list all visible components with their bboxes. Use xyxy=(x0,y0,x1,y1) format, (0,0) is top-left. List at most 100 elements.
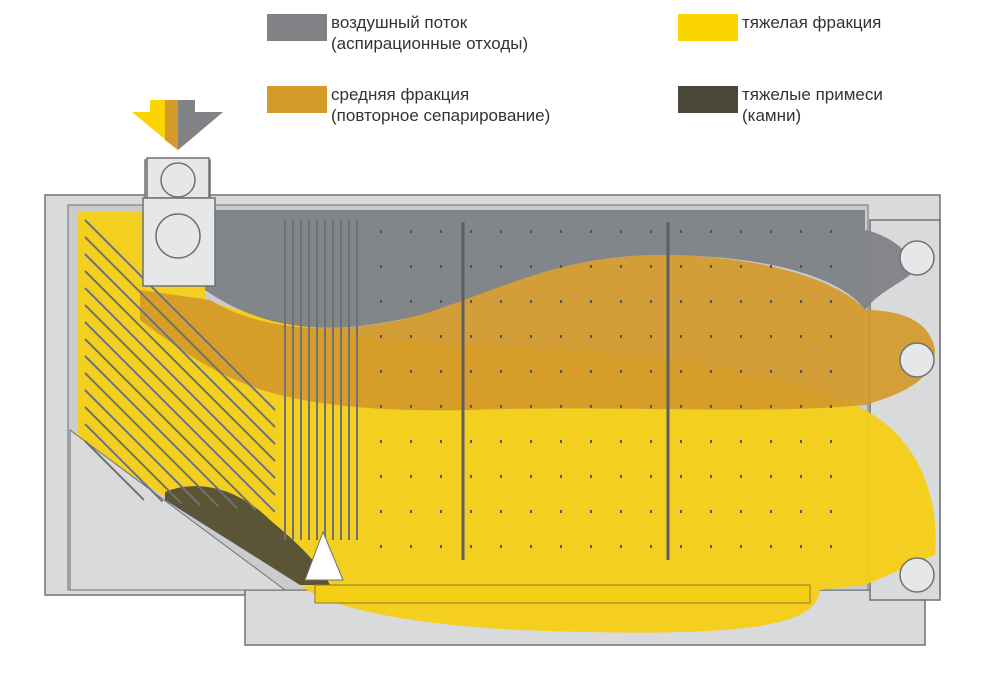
legend-item-air: воздушный поток(аспирационные отходы) xyxy=(267,12,528,54)
slat xyxy=(84,236,276,428)
dot xyxy=(590,545,592,548)
dot xyxy=(680,510,682,513)
slat xyxy=(84,406,183,505)
dot xyxy=(590,475,592,478)
dot xyxy=(590,265,592,268)
dot xyxy=(800,300,802,303)
dot xyxy=(560,370,562,373)
legend-label: средняя фракция xyxy=(331,85,470,104)
dot xyxy=(560,405,562,408)
dot xyxy=(770,370,772,373)
dot xyxy=(470,510,472,513)
dot xyxy=(650,300,652,303)
dot xyxy=(380,510,382,513)
dot xyxy=(650,510,652,513)
legend-swatch-heavy xyxy=(678,14,738,41)
legend-label: тяжелая фракция xyxy=(742,13,882,32)
dot xyxy=(440,230,442,233)
dot xyxy=(830,440,832,443)
dot xyxy=(440,370,442,373)
dot xyxy=(560,230,562,233)
dot xyxy=(830,475,832,478)
dot xyxy=(530,405,532,408)
slat xyxy=(84,389,201,506)
dot xyxy=(770,230,772,233)
dot xyxy=(710,510,712,513)
dot xyxy=(800,335,802,338)
dot xyxy=(590,405,592,408)
dot xyxy=(650,475,652,478)
dot xyxy=(650,230,652,233)
stones-zone xyxy=(165,486,330,585)
dot xyxy=(410,300,412,303)
legend-label: тяжелые примеси xyxy=(742,85,883,104)
dot xyxy=(770,440,772,443)
dot xyxy=(560,335,562,338)
dot xyxy=(560,440,562,443)
warning-triangle-icon xyxy=(304,530,344,581)
legend-item-heavy: тяжелая фракция xyxy=(678,12,881,41)
diagonal-slats xyxy=(84,219,358,540)
slat xyxy=(84,253,276,445)
dot xyxy=(740,475,742,478)
dot xyxy=(620,300,622,303)
legend-swatch-medium xyxy=(267,86,327,113)
dot xyxy=(470,230,472,233)
dot xyxy=(410,370,412,373)
dot xyxy=(500,230,502,233)
dot xyxy=(530,370,532,373)
dot xyxy=(800,510,802,513)
dot xyxy=(560,300,562,303)
dot xyxy=(620,265,622,268)
legend-item-stones: тяжелые примеси (камни) xyxy=(678,84,883,126)
dot xyxy=(410,475,412,478)
bottom-trough xyxy=(314,584,811,604)
slat xyxy=(84,440,145,501)
dot xyxy=(470,335,472,338)
dot xyxy=(710,440,712,443)
slat xyxy=(84,372,220,508)
dot xyxy=(500,335,502,338)
dot xyxy=(650,370,652,373)
dot xyxy=(680,475,682,478)
dot xyxy=(440,300,442,303)
dot xyxy=(620,370,622,373)
dot xyxy=(380,440,382,443)
dot xyxy=(830,265,832,268)
dot xyxy=(620,510,622,513)
dot xyxy=(410,335,412,338)
dot xyxy=(680,405,682,408)
legend-sublabel: (камни) xyxy=(742,106,802,125)
dot xyxy=(740,405,742,408)
dot xyxy=(380,230,382,233)
dot xyxy=(500,300,502,303)
dot xyxy=(800,265,802,268)
dot xyxy=(830,370,832,373)
dot xyxy=(590,300,592,303)
dot xyxy=(620,440,622,443)
dot xyxy=(500,510,502,513)
dot xyxy=(530,545,532,548)
outlet-rollers xyxy=(899,240,935,593)
dot xyxy=(440,475,442,478)
air-flow-zone xyxy=(205,210,915,328)
dot xyxy=(590,510,592,513)
dot xyxy=(500,440,502,443)
slat xyxy=(84,355,239,510)
legend-sublabel: (повторное сепарирование) xyxy=(331,106,551,125)
dot xyxy=(560,265,562,268)
dot xyxy=(710,545,712,548)
dot xyxy=(710,265,712,268)
dot xyxy=(770,335,772,338)
dot xyxy=(680,440,682,443)
dot xyxy=(410,510,412,513)
dot xyxy=(830,545,832,548)
legend-item-medium: средняя фракция (повторное сепарирование) xyxy=(267,84,550,126)
dot xyxy=(680,335,682,338)
dot xyxy=(530,230,532,233)
perforation-dots xyxy=(380,230,832,548)
dot xyxy=(380,545,382,548)
dot xyxy=(620,335,622,338)
dot xyxy=(380,335,382,338)
